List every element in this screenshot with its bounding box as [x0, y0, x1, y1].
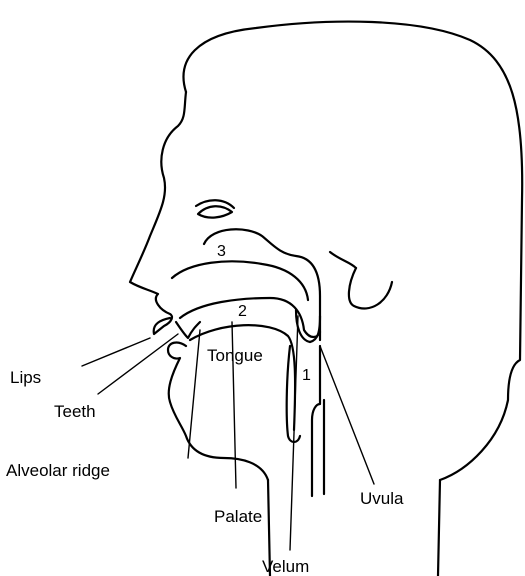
label-uvula: Uvula	[360, 489, 404, 508]
leader-uvula	[320, 346, 374, 484]
tongue-outline	[190, 325, 295, 430]
ear	[349, 268, 392, 309]
label-tongue: Tongue	[207, 346, 263, 365]
marker-2: 2	[238, 303, 247, 320]
label-teeth: Teeth	[54, 402, 96, 421]
ear-inner	[330, 252, 356, 268]
pharynx-back	[312, 346, 320, 496]
label-lips: Lips	[10, 368, 41, 387]
label-velum: Velum	[262, 557, 309, 576]
neck-back	[438, 480, 440, 576]
label-palate: Palate	[214, 507, 262, 526]
leader-alveolar	[188, 330, 200, 458]
label-alveolar-ridge: Alveolar ridge	[6, 461, 110, 480]
nasal-cavity-floor	[172, 261, 308, 300]
eye	[198, 206, 232, 217]
marker-3: 3	[217, 243, 226, 260]
face-profile	[130, 92, 186, 334]
marker-1: 1	[302, 367, 311, 384]
